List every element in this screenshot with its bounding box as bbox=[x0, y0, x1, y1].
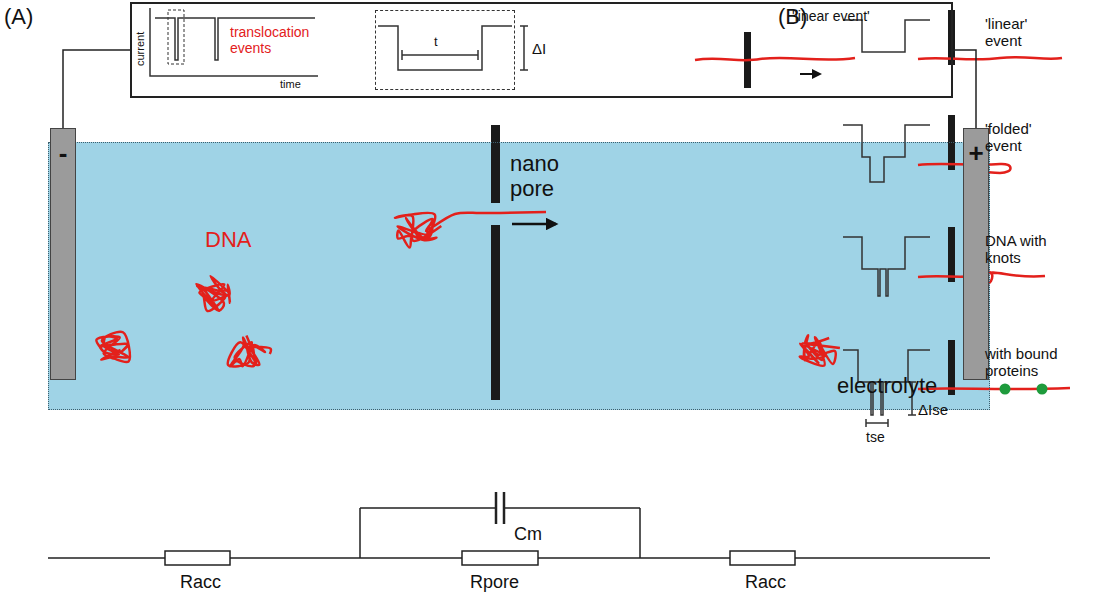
event-icons bbox=[918, 10, 1070, 395]
wire bbox=[63, 50, 130, 128]
node-text: current bbox=[134, 32, 147, 66]
panel-label: (B) bbox=[778, 4, 807, 29]
dna-coil bbox=[395, 212, 546, 248]
component-label: Cm bbox=[514, 524, 542, 545]
capacitor-symbol bbox=[495, 492, 498, 524]
linear-event-icon bbox=[695, 32, 855, 88]
electrolyte-fill bbox=[48, 142, 990, 410]
node-text: - bbox=[59, 139, 68, 169]
dna-coil bbox=[228, 335, 271, 366]
event-traces bbox=[843, 20, 930, 427]
node-text: nano pore bbox=[510, 151, 582, 202]
capacitor-symbol bbox=[503, 492, 506, 524]
dna-coils bbox=[96, 212, 840, 366]
node-text: t bbox=[434, 35, 438, 50]
event-icons bbox=[948, 227, 955, 282]
node-text: + bbox=[968, 139, 983, 169]
electrode: - bbox=[50, 128, 76, 380]
dna-coil bbox=[96, 332, 130, 362]
resistor-symbol bbox=[165, 551, 230, 565]
current-trace-inset bbox=[378, 26, 512, 70]
current-trace-inset bbox=[520, 26, 528, 70]
event-label: with bound proteins bbox=[985, 345, 1067, 380]
resistor-symbol bbox=[730, 551, 795, 565]
measure-label: tse bbox=[866, 429, 885, 445]
component-label: Racc bbox=[180, 572, 221, 593]
linear-event-icon bbox=[800, 73, 820, 75]
wire bbox=[953, 50, 976, 128]
event-icons bbox=[1000, 384, 1011, 395]
node-text: time bbox=[280, 78, 301, 91]
node-text: translocation events bbox=[230, 24, 334, 56]
event-traces bbox=[843, 237, 930, 296]
node-text: DNA bbox=[205, 227, 251, 252]
node-text: electrolyte bbox=[837, 373, 937, 398]
resistor-symbol bbox=[462, 551, 538, 565]
membrane bbox=[491, 125, 500, 203]
dna-coil bbox=[800, 335, 840, 366]
electrolyte-tank: DNA nano pore electrolyte bbox=[48, 142, 990, 410]
node-text: ΔI bbox=[532, 40, 546, 57]
membrane bbox=[491, 125, 500, 400]
event-traces bbox=[843, 125, 930, 182]
event-icons bbox=[918, 57, 1062, 59]
component-label: Rpore bbox=[470, 572, 519, 593]
panel-label: (A) bbox=[4, 4, 33, 29]
event-traces bbox=[866, 419, 888, 427]
current-trace-inset bbox=[402, 50, 478, 60]
equivalent-circuit bbox=[48, 492, 990, 565]
current-trace-inset bbox=[168, 10, 184, 64]
display-box: currenttranslocation eventstimeΔI'linear… bbox=[130, 2, 953, 98]
event-label: DNA with knots bbox=[985, 232, 1067, 267]
event-icons bbox=[1037, 384, 1048, 395]
event-icons bbox=[948, 340, 955, 395]
event-traces bbox=[843, 20, 930, 52]
direction-arrow bbox=[512, 223, 556, 226]
component-label: Racc bbox=[745, 572, 786, 593]
event-label: 'folded' event bbox=[985, 120, 1067, 155]
linear-event-icon bbox=[695, 58, 855, 60]
current-trace-inset bbox=[150, 8, 528, 76]
event-label: 'linear' event bbox=[985, 15, 1067, 50]
membrane bbox=[491, 225, 500, 400]
dna-coil bbox=[196, 276, 230, 311]
zoom-box: t bbox=[375, 10, 515, 90]
measure-label: ΔIse bbox=[918, 401, 948, 418]
